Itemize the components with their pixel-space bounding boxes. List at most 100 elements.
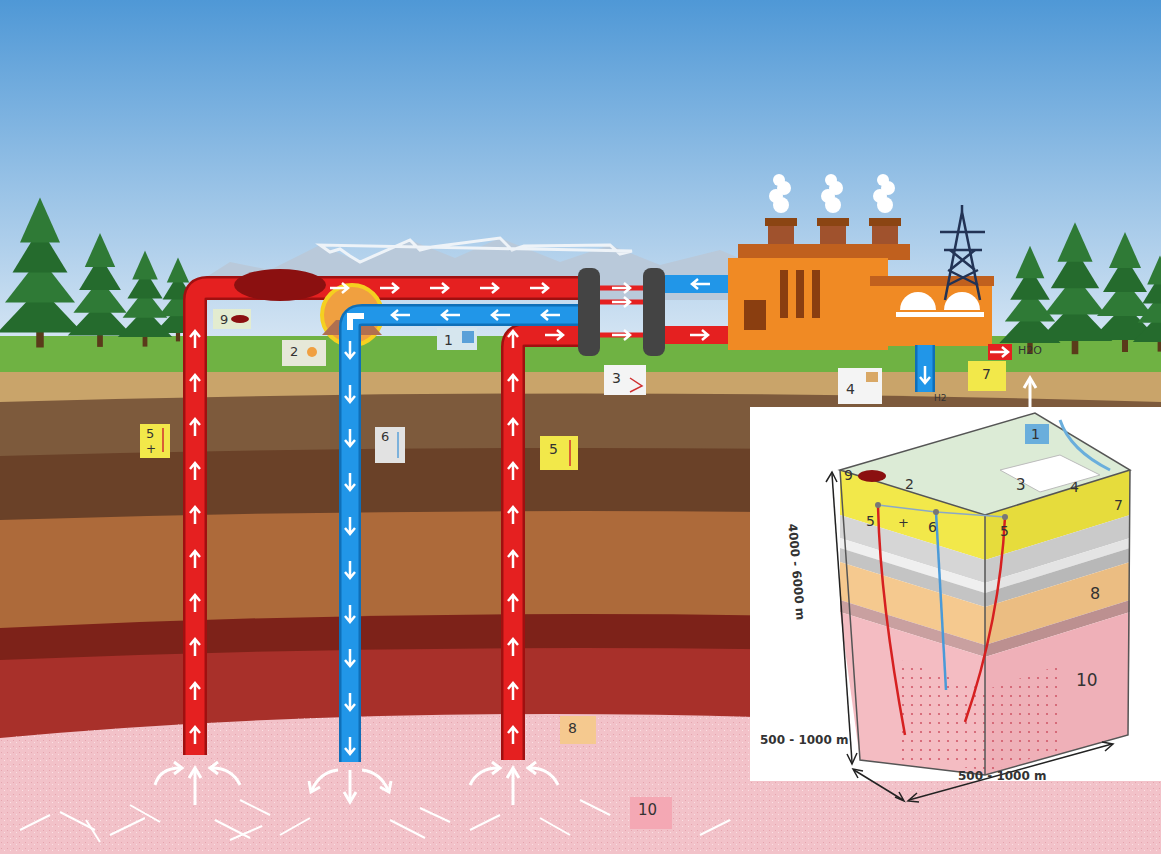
callout-number: 7 bbox=[1114, 498, 1123, 512]
callout-number: 3 bbox=[612, 371, 621, 385]
callout-number: 3 bbox=[1016, 478, 1026, 493]
callout-number: 2 bbox=[905, 477, 914, 491]
fracture-line bbox=[86, 820, 100, 842]
fracture-line bbox=[240, 800, 270, 815]
callout-number: 6 bbox=[381, 430, 389, 443]
flow-arrow bbox=[612, 283, 630, 293]
flow-arrow bbox=[190, 595, 200, 612]
power-plant bbox=[728, 174, 994, 350]
hydrogen-label: H2 bbox=[934, 394, 947, 403]
flow-arrow bbox=[345, 649, 355, 666]
flow-arrow bbox=[545, 330, 563, 340]
callout-number: 10 bbox=[1076, 672, 1098, 689]
flow-arrow bbox=[345, 737, 355, 754]
flow-arrow bbox=[692, 279, 710, 289]
fracture-line bbox=[110, 818, 145, 835]
fracture-line bbox=[390, 820, 425, 838]
callout-number: 8 bbox=[568, 721, 577, 735]
flow-arrow bbox=[190, 551, 200, 568]
flow-arrow bbox=[345, 517, 355, 534]
flow-arrow bbox=[190, 639, 200, 656]
flow-arrow bbox=[345, 693, 355, 710]
callout-sign: + bbox=[146, 443, 156, 455]
power-pylon bbox=[940, 205, 985, 300]
flow-arrow bbox=[530, 283, 548, 293]
flow-arrow bbox=[508, 551, 518, 568]
flow-arrow bbox=[190, 507, 200, 524]
fracture-line bbox=[230, 826, 262, 840]
inset-panel bbox=[750, 407, 1161, 781]
flow-arrow bbox=[542, 310, 560, 320]
callout-boxes bbox=[140, 309, 1006, 829]
flow-arrow bbox=[190, 375, 200, 392]
soil-layer bbox=[0, 372, 1161, 854]
fracture-line bbox=[130, 805, 160, 822]
heat-exchanger bbox=[643, 268, 665, 356]
callout-number: 9 bbox=[844, 468, 853, 482]
fracture-line bbox=[215, 820, 250, 838]
callout-number: 9 bbox=[220, 313, 228, 326]
water-label: H2O bbox=[1018, 345, 1042, 356]
sky bbox=[0, 0, 1161, 360]
callout-sign: + bbox=[898, 516, 909, 529]
tree-crown bbox=[20, 198, 60, 243]
flow-arrow bbox=[480, 283, 498, 293]
dimension-label: 500 - 1000 m bbox=[958, 770, 1046, 782]
callout-number: 5 bbox=[1000, 524, 1009, 538]
tree-crown bbox=[1147, 256, 1161, 285]
callout-number: 6 bbox=[928, 520, 937, 534]
flow-arrow bbox=[330, 283, 348, 293]
flow-arrow bbox=[190, 331, 200, 348]
callout-number: 5 bbox=[549, 442, 558, 456]
flow-arrow bbox=[345, 473, 355, 490]
flow-arrow bbox=[920, 366, 930, 383]
fracture-line bbox=[700, 820, 730, 835]
tree-crown bbox=[1109, 232, 1141, 268]
flow-arrow bbox=[345, 385, 355, 402]
flow-arrow bbox=[508, 639, 518, 656]
flow-arrow bbox=[392, 310, 410, 320]
callout-number: 8 bbox=[1090, 586, 1100, 602]
flow-arrow bbox=[345, 605, 355, 622]
flow-arrow bbox=[508, 507, 518, 524]
flow-arrow bbox=[508, 595, 518, 612]
tree-crown bbox=[132, 251, 158, 280]
flow-arrow bbox=[508, 683, 518, 700]
fracture-line bbox=[420, 808, 450, 822]
heat-exchanger bbox=[578, 268, 600, 356]
flow-arrow bbox=[508, 331, 518, 348]
fracture-line bbox=[470, 815, 500, 830]
flow-arrow bbox=[690, 330, 708, 340]
tree-crown bbox=[1057, 222, 1092, 262]
inset-block bbox=[840, 413, 1130, 775]
flow-arrow bbox=[990, 347, 1008, 357]
callout-number: 4 bbox=[1070, 480, 1079, 494]
callout-number: 2 bbox=[290, 345, 298, 358]
flow-arrow bbox=[345, 429, 355, 446]
dimension-lines bbox=[826, 472, 1113, 802]
flow-arrow bbox=[345, 341, 355, 358]
tree-crown bbox=[1016, 246, 1045, 278]
rock-layer bbox=[0, 511, 1161, 854]
flow-arrow bbox=[190, 463, 200, 480]
fracture-line bbox=[580, 800, 610, 815]
callout-number: 5 bbox=[866, 514, 875, 528]
flow-arrow bbox=[190, 727, 200, 744]
flow-arrow bbox=[380, 283, 398, 293]
flow-arrow bbox=[508, 463, 518, 480]
flow-arrow bbox=[508, 419, 518, 436]
flow-arrow bbox=[345, 561, 355, 578]
flow-arrow bbox=[442, 310, 460, 320]
tree-crown bbox=[85, 233, 115, 267]
fracture-line bbox=[20, 815, 50, 830]
flow-arrow bbox=[492, 310, 510, 320]
callout-number: 5 bbox=[146, 427, 154, 440]
callout-number: 1 bbox=[1031, 427, 1040, 441]
dimension-label: 500 - 1000 m bbox=[760, 734, 848, 746]
snow-caps bbox=[320, 238, 632, 262]
flow-arrow bbox=[508, 727, 518, 744]
flow-arrow bbox=[612, 330, 630, 340]
flow-arrow bbox=[190, 419, 200, 436]
callout-number: 1 bbox=[444, 333, 453, 347]
